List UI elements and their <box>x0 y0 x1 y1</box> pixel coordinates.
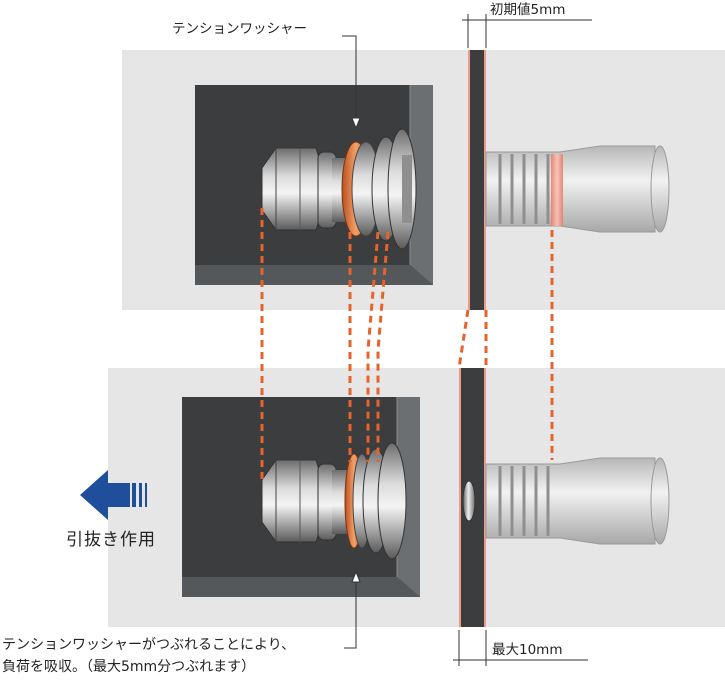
top-bolt <box>261 128 417 250</box>
note-line-2: 負荷を吸収。（最大5mm分つぶれます） <box>2 659 256 675</box>
tension-washer-label: テンションワッシャー <box>172 21 307 37</box>
pull-action-label: 引抜き作用 <box>66 530 156 550</box>
leader-washer-bottom <box>344 570 361 649</box>
dimension-max <box>453 630 588 666</box>
initial-value-label: 初期値5mm <box>490 2 566 18</box>
guide-lines <box>260 208 554 480</box>
leader-washer-top <box>342 35 361 130</box>
max-value-label: 最大10mm <box>492 642 563 658</box>
left-arrow-icon <box>80 470 147 520</box>
top-wall <box>468 50 486 310</box>
note-line-1: テンションワッシャーがつぶれることにより、 <box>2 637 296 653</box>
dimension-initial <box>462 14 592 48</box>
bottom-anchor <box>462 457 670 545</box>
top-anchor <box>485 145 670 233</box>
bottom-bolt <box>261 442 407 560</box>
